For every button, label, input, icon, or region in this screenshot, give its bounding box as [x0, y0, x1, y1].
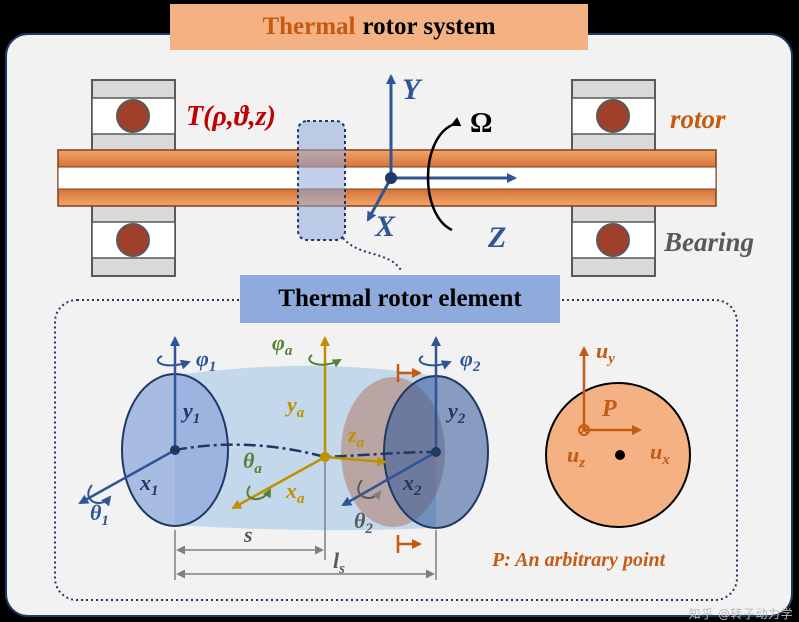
bearing-top-left: [91, 79, 176, 153]
y1-label: y1: [180, 398, 200, 427]
za-label: za: [347, 422, 365, 451]
theta-a-label: θa: [243, 448, 262, 477]
temperature-label: T(ρ,ϑ,z): [186, 101, 276, 132]
xa-label: xa: [285, 478, 305, 507]
selected-element-marker: [297, 120, 346, 241]
node2-axes: [341, 336, 452, 507]
rotation-arrow: [426, 117, 462, 232]
bearing-top-right: [571, 79, 656, 153]
rotor-label: rotor: [670, 104, 726, 134]
watermark: 知乎 @转子动力学: [688, 607, 793, 621]
phi1-label: φ1: [196, 346, 216, 375]
axis-x-label: X: [374, 210, 396, 243]
uz-label: uz: [567, 442, 585, 471]
phia-label: φa: [272, 330, 293, 359]
bearing-label: Bearing: [663, 227, 754, 257]
x1-label: x1: [139, 470, 159, 499]
node1-axes: [78, 336, 191, 507]
system-title-accent: Thermal: [262, 13, 356, 40]
axis-y-label: Y: [402, 73, 423, 106]
omega-label: Ω: [470, 108, 492, 139]
ls-label: ls: [333, 548, 345, 577]
ya-label: ya: [284, 392, 305, 421]
axis-z-label: Z: [487, 221, 506, 254]
uy-label: uy: [596, 338, 615, 367]
y2-label: y2: [445, 398, 466, 427]
element-leader-line: [342, 237, 403, 273]
point-caption: P: An arbitrary point: [491, 549, 667, 571]
dimension-lines: [174, 462, 437, 580]
node-a-axes: [231, 336, 387, 510]
phi2-label: φ2: [460, 346, 481, 375]
theta1-label: θ1: [90, 500, 109, 529]
section-markers: [396, 364, 422, 553]
x2-label: x2: [402, 470, 422, 499]
system-title: Thermal rotor system: [170, 4, 588, 50]
s-label: s: [243, 522, 253, 547]
cross-section: [545, 346, 691, 528]
system-title-rest: rotor system: [362, 13, 496, 40]
point-p-label: P: [601, 396, 617, 422]
bearing-bottom-left: [91, 203, 176, 277]
bearing-bottom-right: [571, 203, 656, 277]
ux-label: ux: [650, 439, 670, 468]
theta2-label: θ2: [354, 508, 373, 537]
element-title: Thermal rotor element: [240, 275, 560, 323]
global-axes: [366, 74, 517, 222]
